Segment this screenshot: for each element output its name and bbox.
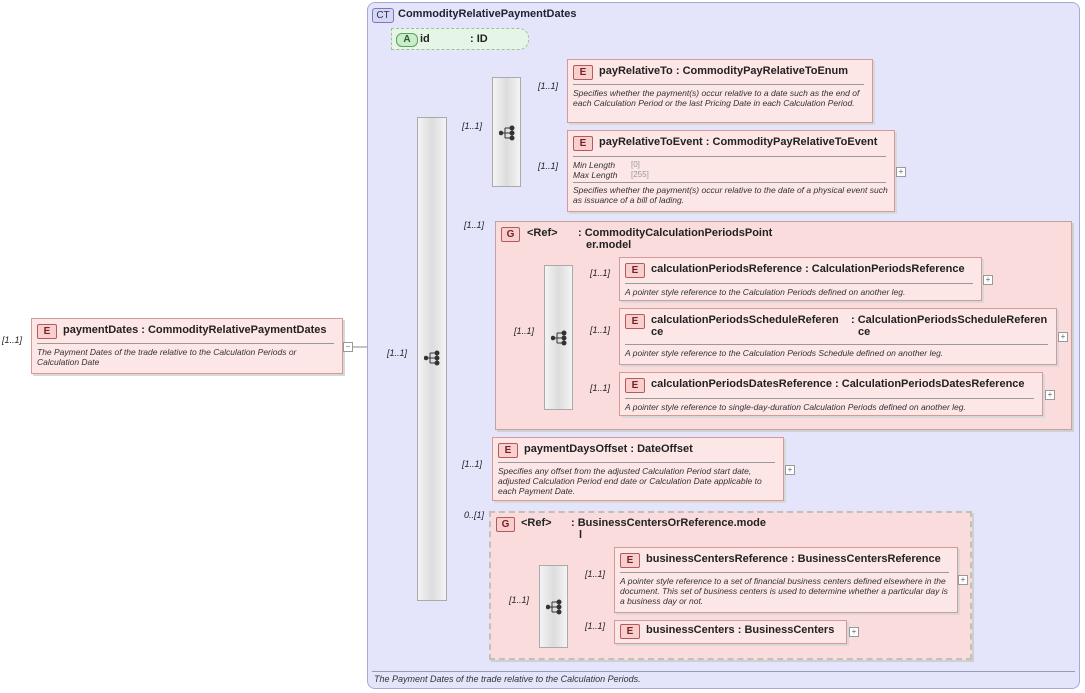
element-badge: E [37, 324, 57, 339]
element-name: calculationPeriodsDatesReference [651, 378, 832, 390]
element-badge: E [625, 263, 645, 278]
expand-toggle[interactable]: + [983, 275, 993, 285]
element-type: : CalculationPeriodsDatesReference [835, 378, 1025, 390]
expand-toggle[interactable]: + [785, 465, 795, 475]
element-type: : BusinessCentersReference [790, 553, 941, 565]
element-payment-dates[interactable]: E paymentDates : CommodityRelativePaymen… [31, 318, 343, 374]
group-type: : CommodityCalculationPeriodsPoint [578, 227, 773, 239]
element-name: businessCentersReference [646, 553, 788, 565]
attribute-badge: A [396, 33, 418, 47]
element-doc: A pointer style reference to single-day-… [625, 402, 966, 412]
attribute-id[interactable]: A id : ID [391, 28, 529, 50]
sequence-icon [546, 599, 562, 615]
element-name: payRelativeToEvent [599, 136, 703, 148]
attribute-name: id [420, 33, 430, 45]
sequence-multiplicity: [1..1] [387, 348, 408, 358]
element-business-centers-reference[interactable]: E businessCentersReference : BusinessCen… [614, 547, 958, 613]
element-name: payRelativeTo [599, 65, 673, 77]
element-doc: The Payment Dates of the trade relative … [37, 347, 297, 367]
element-calculation-periods-schedule-reference[interactable]: E calculationPeriodsScheduleReferen ce :… [619, 308, 1057, 365]
element-name: calculationPeriodsReference [651, 263, 803, 275]
element-type: : CommodityPayRelativeToEvent [705, 136, 878, 148]
element-multiplicity: [1..1] [590, 268, 611, 278]
group-ref: <Ref> [521, 517, 552, 529]
element-doc: A pointer style reference to the Calcula… [625, 287, 906, 297]
sequence-icon [551, 330, 567, 346]
element-doc: Specifies whether the payment(s) occur r… [573, 185, 888, 205]
complex-type-badge: CT [372, 8, 394, 23]
element-multiplicity: [1..1] [585, 569, 606, 579]
group-type-continued: l [579, 529, 583, 541]
group-sequence[interactable] [539, 565, 568, 648]
element-doc: Specifies any offset from the adjusted C… [498, 466, 762, 496]
element-badge: E [573, 136, 593, 151]
element-doc: A pointer style reference to a set of fi… [620, 576, 948, 606]
element-multiplicity: [1..1] [590, 383, 611, 393]
element-type: : CalculationPeriodsReference [805, 263, 965, 275]
attribute-type: : ID [470, 33, 488, 45]
element-type-continued: ce [858, 326, 871, 338]
element-payment-days-offset[interactable]: E paymentDaysOffset : DateOffset Specifi… [492, 437, 784, 501]
element-type: : BusinessCenters [737, 624, 835, 636]
element-calculation-periods-reference[interactable]: E calculationPeriodsReference : Calculat… [619, 257, 982, 301]
element-name: paymentDaysOffset [524, 443, 628, 455]
group-type: : BusinessCentersOrReference.mode [571, 517, 767, 529]
facet-label: Max Length [573, 170, 618, 180]
expand-toggle[interactable]: + [896, 167, 906, 177]
group-sequence[interactable] [544, 265, 573, 410]
element-badge: E [573, 65, 593, 80]
element-multiplicity: [1..1] [538, 161, 559, 171]
element-badge: E [625, 378, 645, 393]
group-multiplicity: 0..[1] [464, 510, 485, 520]
collapse-toggle[interactable]: − [343, 342, 353, 352]
element-badge: E [620, 553, 640, 568]
group-type-continued: er.model [586, 239, 632, 251]
element-business-centers[interactable]: E businessCenters : BusinessCenters [614, 620, 847, 644]
sequence-icon [424, 350, 440, 366]
element-multiplicity: [1..1] [462, 459, 483, 469]
sequence-icon [499, 125, 515, 141]
expand-toggle[interactable]: + [849, 627, 859, 637]
element-name: paymentDates [63, 324, 139, 336]
expand-toggle[interactable]: + [958, 575, 968, 585]
group-badge: G [501, 227, 520, 242]
expand-toggle[interactable]: + [1045, 390, 1055, 400]
element-type: : CommodityRelativePaymentDates [141, 324, 327, 336]
facet-label: Min Length [573, 160, 616, 170]
complex-type-doc: The Payment Dates of the trade relative … [374, 674, 641, 684]
choice-multiplicity: [1..1] [462, 121, 483, 131]
inner-sequence[interactable] [492, 77, 521, 187]
facet-value: [255] [631, 170, 649, 179]
sequence-multiplicity: [1..1] [509, 595, 530, 605]
group-multiplicity: [1..1] [464, 220, 485, 230]
main-sequence[interactable] [417, 117, 447, 601]
expand-toggle[interactable]: + [1058, 332, 1068, 342]
element-type: : DateOffset [630, 443, 693, 455]
element-badge: E [498, 443, 518, 458]
element-type: : CalculationPeriodsScheduleReferen [851, 314, 1048, 326]
element-pay-relative-to-event[interactable]: E payRelativeToEvent : CommodityPayRelat… [567, 130, 895, 212]
element-multiplicity: [1..1] [585, 621, 606, 631]
element-badge: E [625, 314, 645, 329]
facet-value: [0] [631, 160, 640, 169]
element-multiplicity: [1..1] [590, 325, 611, 335]
element-doc: Specifies whether the payment(s) occur r… [573, 88, 860, 108]
complex-type-title: CommodityRelativePaymentDates [398, 8, 577, 20]
element-name: calculationPeriodsScheduleReferen [651, 314, 839, 326]
root-multiplicity: [1..1] [2, 335, 23, 345]
element-type: : CommodityPayRelativeToEnum [675, 65, 849, 77]
element-name: businessCenters [646, 624, 735, 636]
element-multiplicity: [1..1] [538, 81, 559, 91]
group-ref: <Ref> [527, 227, 558, 239]
element-doc: A pointer style reference to the Calcula… [625, 348, 944, 358]
element-calculation-periods-dates-reference[interactable]: E calculationPeriodsDatesReference : Cal… [619, 372, 1043, 416]
element-badge: E [620, 624, 640, 639]
element-pay-relative-to[interactable]: E payRelativeTo : CommodityPayRelativeTo… [567, 59, 873, 123]
element-name-continued: ce [651, 326, 664, 338]
group-badge: G [496, 517, 515, 532]
sequence-multiplicity: [1..1] [514, 326, 535, 336]
